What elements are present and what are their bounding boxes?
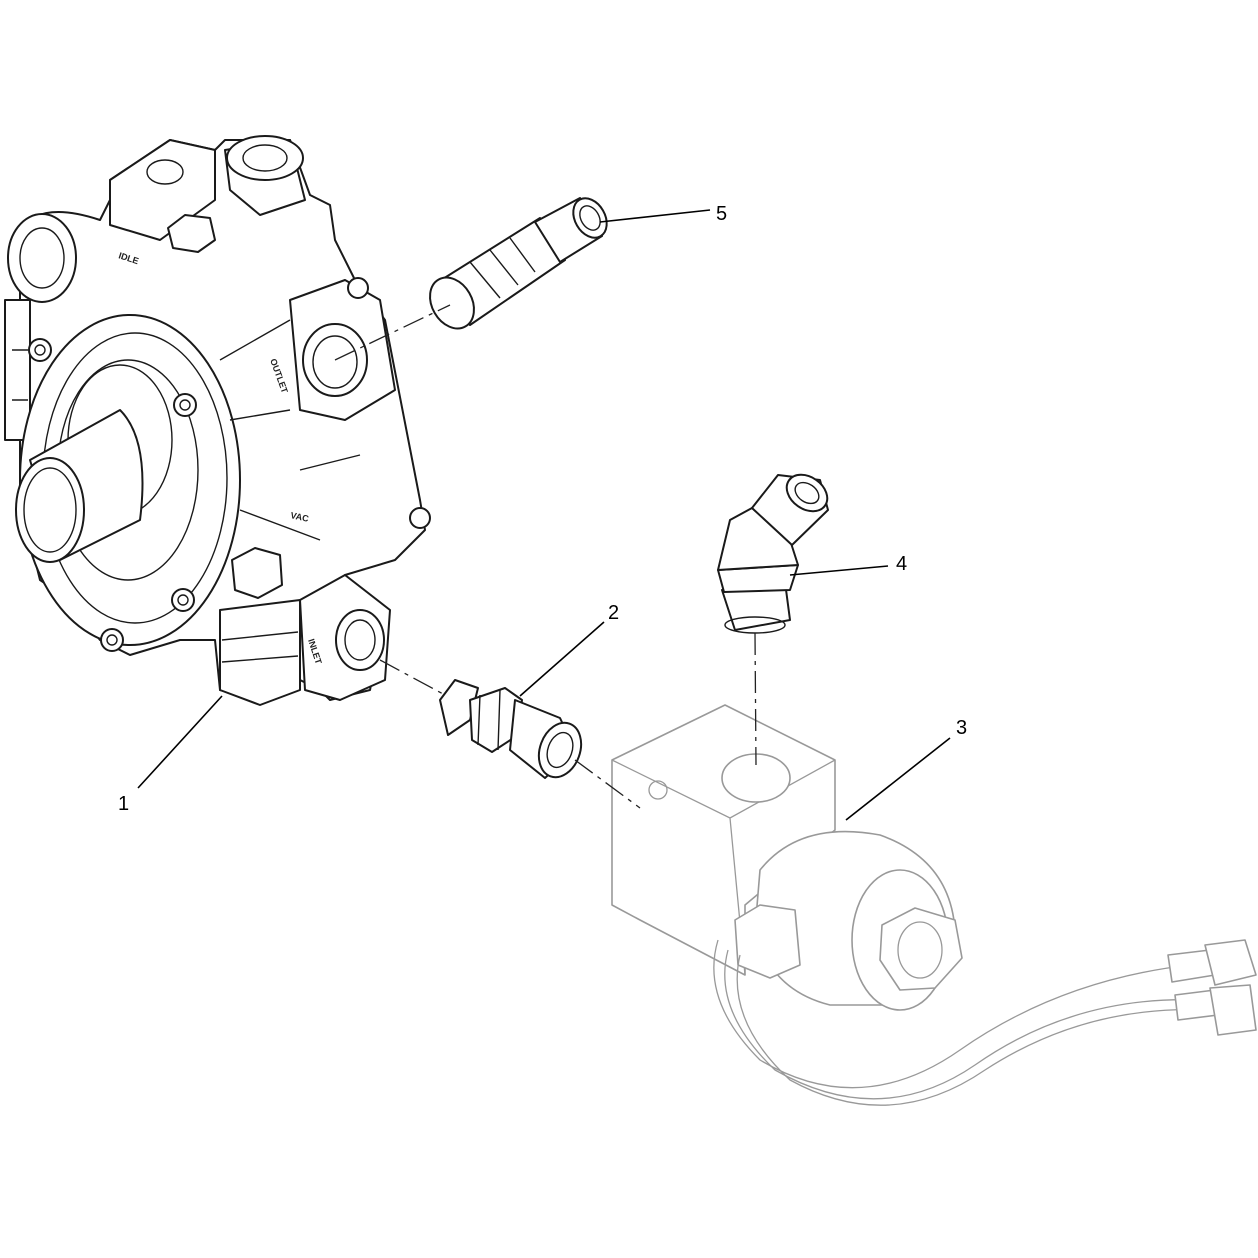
leader-lines	[137, 209, 951, 821]
regulator-part-1[interactable]: IDLE OUTLET VAC INLET	[4, 135, 431, 706]
callout-4: 4	[896, 553, 907, 575]
hose-barb-fitting-part-5[interactable]	[421, 192, 613, 336]
leader-2	[519, 621, 605, 697]
callout-2: 2	[608, 602, 619, 624]
leader-1	[137, 695, 223, 789]
adapter-fitting-part-2[interactable]	[439, 679, 588, 783]
callout-3: 3	[956, 717, 967, 739]
elbow-fitting-part-4[interactable]	[717, 467, 834, 634]
callout-1: 1	[118, 793, 129, 815]
centerline-part-5	[334, 304, 451, 361]
leader-3	[845, 737, 951, 821]
centerline-part-4	[754, 632, 757, 766]
vac-stamp: VAC	[290, 510, 311, 524]
callout-5: 5	[716, 203, 727, 225]
leader-4	[789, 565, 889, 576]
leader-5	[599, 209, 711, 223]
cover-bolt-icon	[28, 338, 197, 652]
assembly-centerlines	[334, 304, 757, 809]
solenoid-valve-part-3[interactable]	[611, 704, 1257, 1106]
centerline-part-2	[379, 659, 446, 696]
centerline-part-2-to-3	[574, 759, 641, 809]
